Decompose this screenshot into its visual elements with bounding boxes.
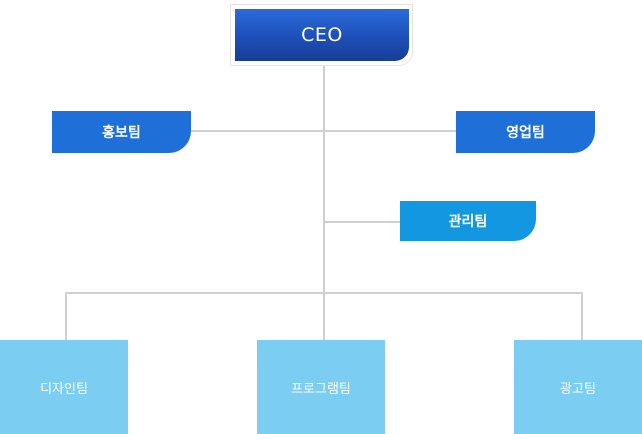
team-admin: 관리팀 <box>400 201 536 241</box>
subteam-program: 프로그램팀 <box>257 340 385 434</box>
ceo-box: CEO <box>235 9 409 61</box>
subteam-ads: 광고팀 <box>514 340 642 434</box>
subteam-design: 디자인팀 <box>0 340 128 434</box>
team-sales: 영업팀 <box>456 111 595 153</box>
team-promo: 홍보팀 <box>52 111 191 153</box>
